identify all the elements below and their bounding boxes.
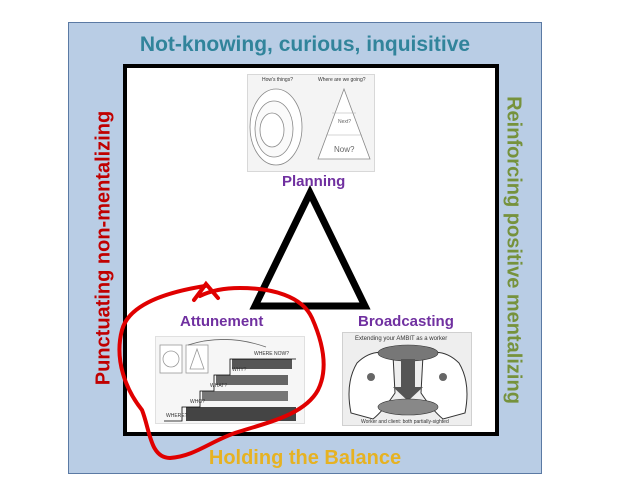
- attunement-step-5: WHERE?: [166, 413, 188, 419]
- attunement-step-1: WHERE NOW?: [254, 351, 289, 357]
- attunement-step-4: WHO?: [190, 399, 205, 405]
- planning-thumb-pyramid-base: Now?: [334, 145, 355, 154]
- planning-thumb-right-heading: Where are we going?: [318, 77, 366, 83]
- broadcasting-thumb-heading: Extending your AMBIT as a worker: [355, 336, 448, 342]
- planning-thumb-left-heading: How's things?: [262, 77, 293, 83]
- top-label: Not-knowing, curious, inquisitive: [139, 33, 471, 56]
- broadcasting-label: Broadcasting: [358, 313, 454, 330]
- bottom-label: Holding the Balance: [208, 447, 402, 469]
- attunement-thumbnail: WHERE NOW? WHY? WHAT? WHO? WHERE?: [155, 336, 305, 424]
- broadcasting-thumbnail: Extending your AMBIT as a worker Worker …: [342, 332, 472, 426]
- planning-label: Planning: [282, 173, 346, 190]
- planning-thumb-graphic: [249, 87, 371, 166]
- attunement-step-2: WHY?: [232, 367, 247, 373]
- planning-thumb-pyramid-mid: Next?: [338, 119, 352, 125]
- attunement-step-3: WHAT?: [210, 383, 228, 389]
- attunement-label: Attunement: [180, 313, 264, 330]
- attunement-thumb-graphic: [159, 339, 296, 422]
- broadcasting-thumb-footer: Worker and client: both partially-sighte…: [361, 419, 449, 425]
- broadcasting-thumb-graphic: [348, 344, 468, 420]
- planning-thumbnail: How's things? Where are we going? Next? …: [247, 74, 375, 172]
